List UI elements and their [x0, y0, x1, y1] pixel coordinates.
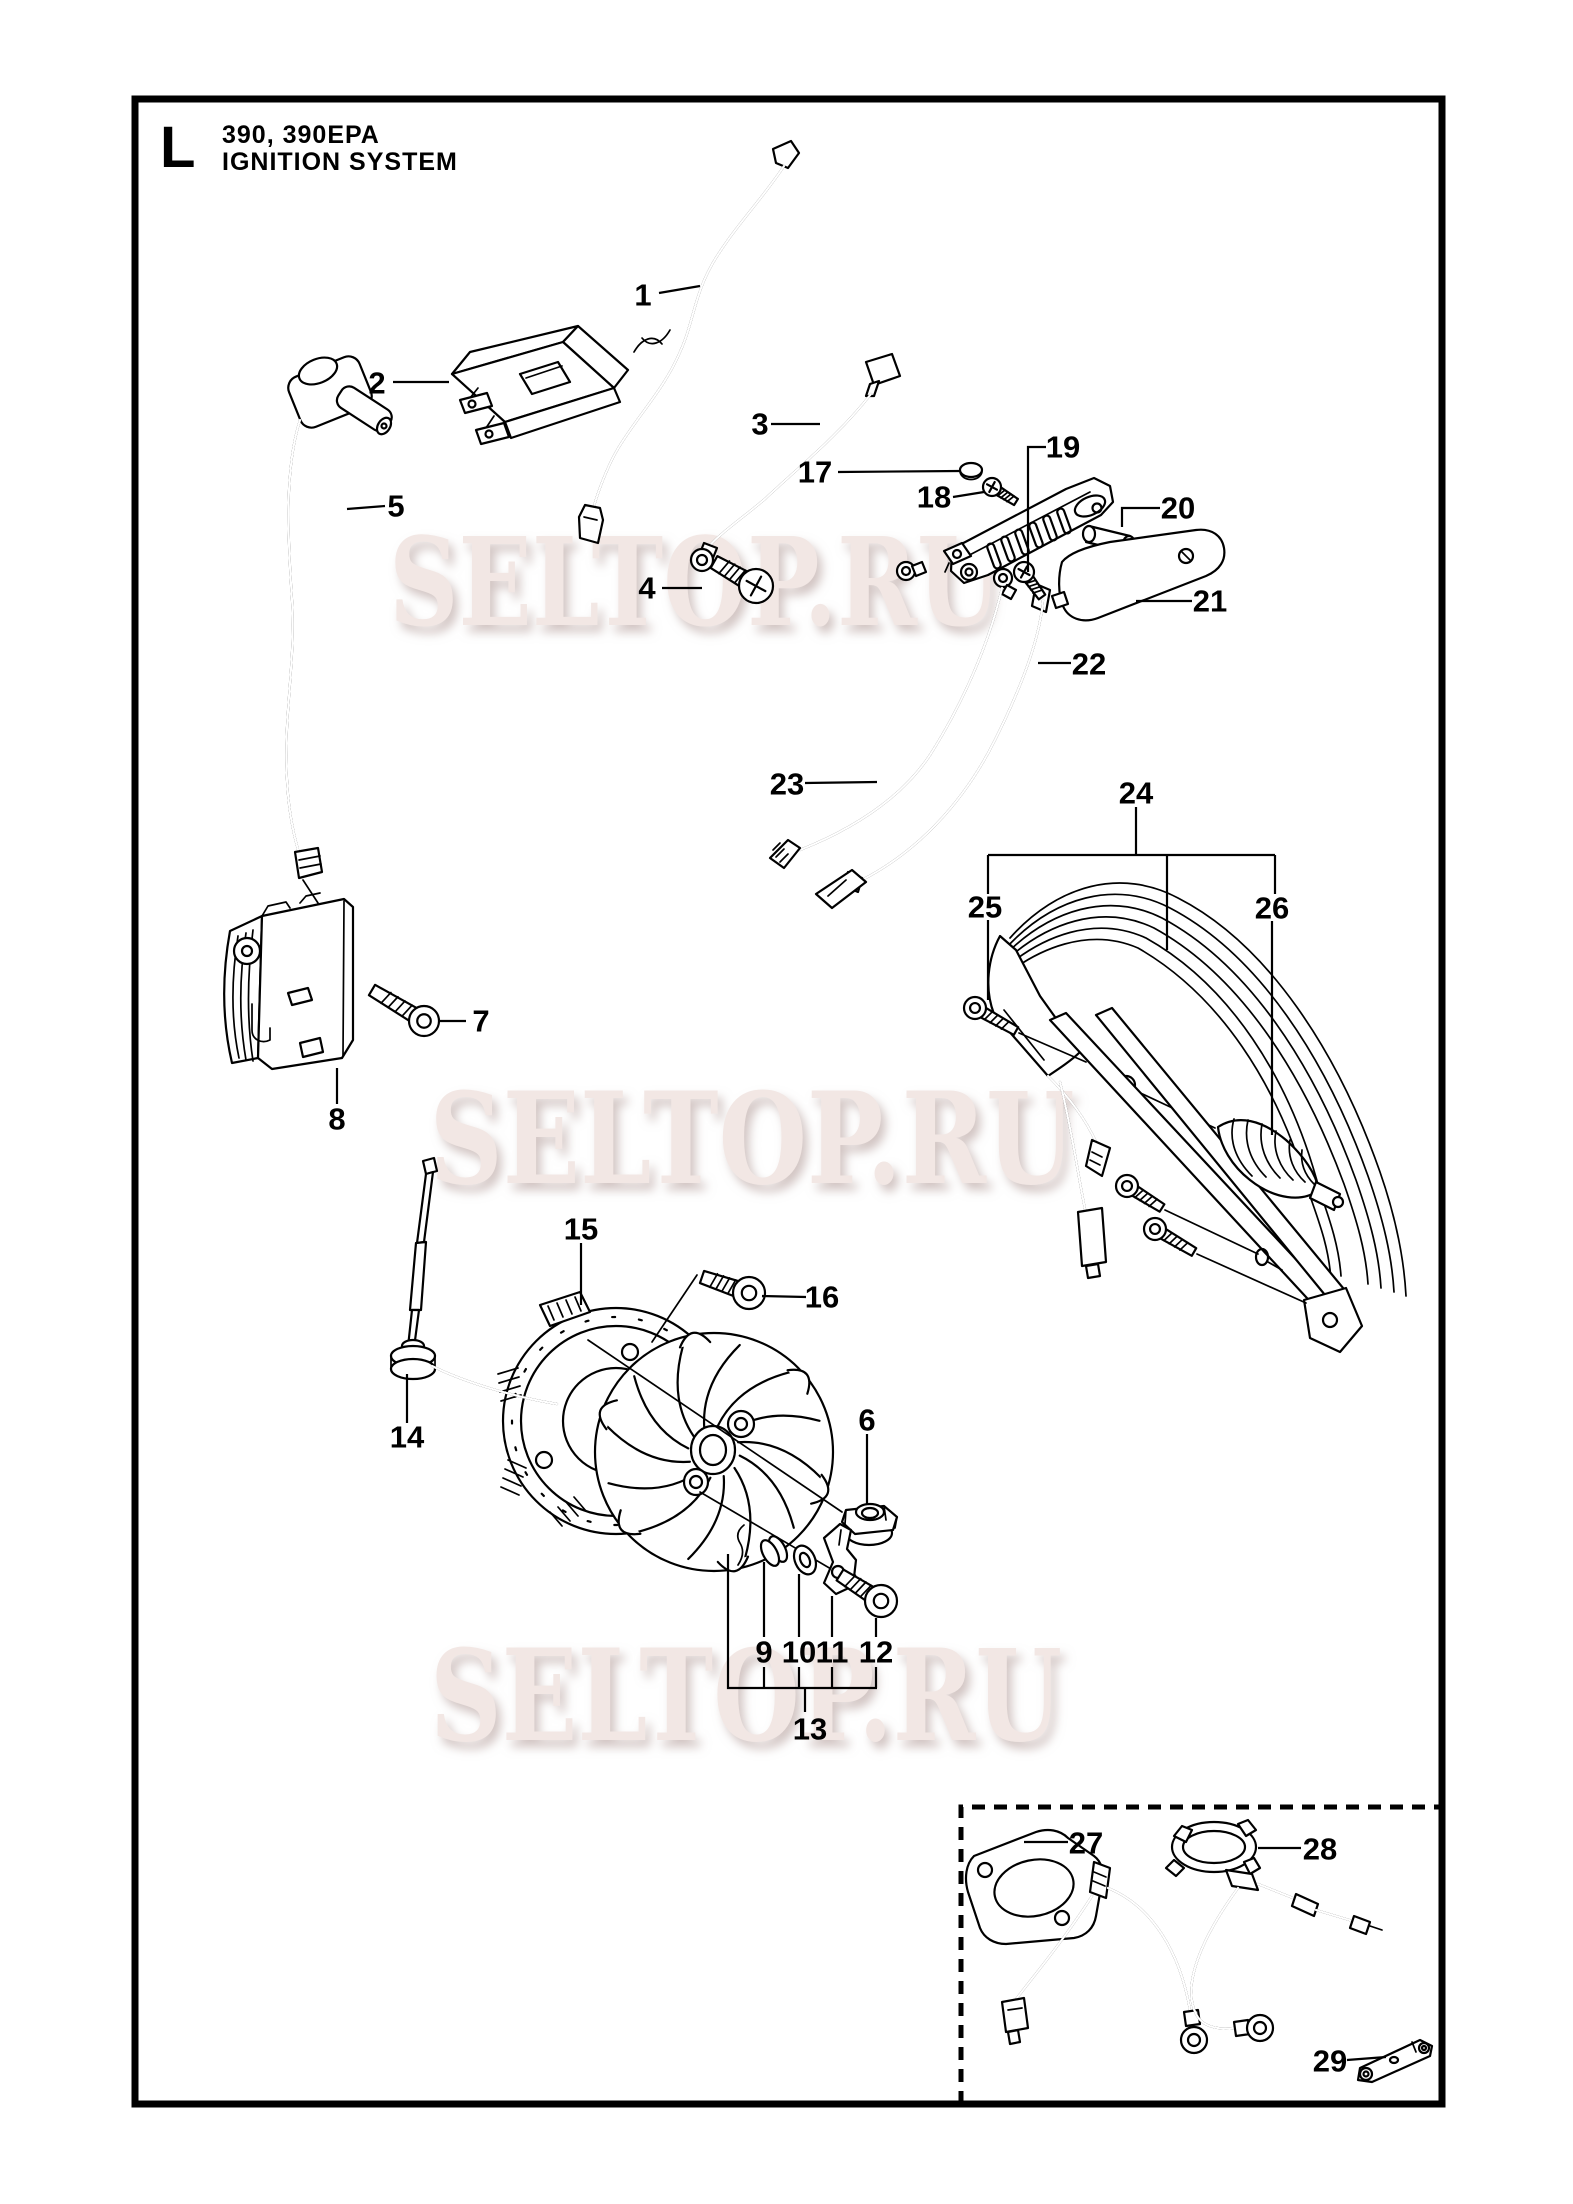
- part-label-25: 25: [968, 890, 1002, 925]
- part-label-3: 3: [751, 407, 768, 442]
- part-label-28: 28: [1303, 1832, 1337, 1867]
- part-label-12: 12: [859, 1635, 893, 1670]
- leader-line-part-16: [761, 1294, 807, 1299]
- exploded-view-art: [223, 139, 1434, 2084]
- watermark-text-3: SELTOP.RU: [430, 1622, 1062, 1770]
- part-label-11: 11: [816, 1635, 849, 1670]
- part-10-washer: [792, 1544, 818, 1576]
- part-label-21: 21: [1193, 584, 1227, 619]
- part-label-4: 4: [638, 571, 656, 606]
- part-26-protective-spring: [1216, 1118, 1345, 1212]
- part-label-13: 13: [793, 1712, 827, 1747]
- part-16-screw: [651, 1274, 698, 1343]
- part-21-cover-plate: [1050, 528, 1226, 622]
- part-3-ground-wire: [689, 352, 902, 573]
- leader-line-part-20: [1120, 506, 1160, 527]
- part-label-14: 14: [390, 1420, 425, 1455]
- part-8-ignition-module: [223, 879, 355, 1071]
- part-label-9: 9: [755, 1635, 772, 1670]
- part-12-screw: [835, 1568, 899, 1619]
- heat-shield-bracket: [895, 476, 1115, 614]
- part-14-antenna-wire: [389, 1156, 559, 1406]
- part-label-29: 29: [1313, 2044, 1347, 2079]
- part-label-16: 16: [805, 1280, 839, 1315]
- leader-line-part-13: [726, 1554, 877, 1690]
- model-title: 390, 390EPA: [222, 121, 380, 149]
- part-7-screw: [367, 983, 441, 1038]
- page-frame: [131, 95, 1446, 2108]
- part-29-ground-strap: [1356, 2038, 1434, 2084]
- part-16-screw-body: [698, 1269, 767, 1311]
- part-label-15: 15: [564, 1212, 598, 1247]
- leader-line-part-18: [952, 490, 985, 499]
- part-label-23: 23: [770, 767, 804, 802]
- leader-line-part-29: [1346, 2055, 1387, 2062]
- part-25-screw-c: [1142, 1216, 1198, 1257]
- leader-line-part-23: [804, 780, 878, 785]
- part-label-20: 20: [1161, 491, 1195, 526]
- part-9-washer: [736, 1524, 789, 1567]
- part-25-screws: [1018, 1032, 1307, 1304]
- flywheel: [593, 1331, 835, 1573]
- part-5-spark-plug-cap: [285, 355, 393, 880]
- leader-line-part-1: [658, 284, 701, 295]
- part-label-27: 27: [1069, 1826, 1103, 1861]
- part-23-wire: [768, 586, 1004, 870]
- watermark-layer: SELTOP.RU SELTOP.RU SELTOP.RU: [389, 510, 1075, 1770]
- leader-line-part-17: [837, 469, 961, 474]
- section-letter: L: [160, 115, 195, 180]
- watermark-text-1: SELTOP.RU: [389, 510, 1001, 654]
- part-2-stop-switch: [450, 324, 630, 446]
- leader-line-part-19: [1026, 445, 1046, 572]
- part-label-18: 18: [917, 480, 951, 515]
- part-25-screw-a: [962, 995, 1020, 1036]
- part-1-short-circuit-wire: [577, 139, 801, 545]
- part-18-screw: [981, 476, 1020, 507]
- part-label-6: 6: [858, 1403, 875, 1438]
- part-label-26: 26: [1255, 891, 1289, 926]
- part-label-24: 24: [1119, 776, 1154, 811]
- part-25-screw-b: [1114, 1173, 1166, 1213]
- part-28-sensor-wiring: [1164, 1818, 1383, 2043]
- flywheel-blades: [598, 1331, 830, 1573]
- page-border: [131, 95, 1446, 2108]
- leader-line-part-5: [346, 504, 386, 511]
- part-label-7: 7: [472, 1004, 489, 1039]
- part-label-17: 17: [798, 455, 832, 490]
- part-label-10: 10: [782, 1635, 816, 1670]
- diagram-header: L 390, 390EPA IGNITION SYSTEM: [160, 115, 458, 180]
- part-27-gasket-wiring: [964, 1828, 1209, 2055]
- part-6-flange-nut: [840, 1502, 899, 1547]
- part-label-5: 5: [387, 489, 404, 524]
- part-label-22: 22: [1072, 647, 1106, 682]
- part-4-screw: [709, 554, 775, 605]
- part-22-wire: [814, 598, 1045, 910]
- part-label-1: 1: [634, 278, 651, 313]
- watermark-text-2: SELTOP.RU: [430, 1065, 1075, 1213]
- section-title: IGNITION SYSTEM: [222, 148, 458, 176]
- part-label-8: 8: [328, 1102, 345, 1137]
- part-label-2: 2: [368, 366, 385, 401]
- part-label-19: 19: [1046, 430, 1080, 465]
- part-24-wiring-harness: [987, 882, 1407, 1354]
- part-17-cap: [958, 461, 984, 481]
- inset-dashed-box: [958, 1804, 1442, 2104]
